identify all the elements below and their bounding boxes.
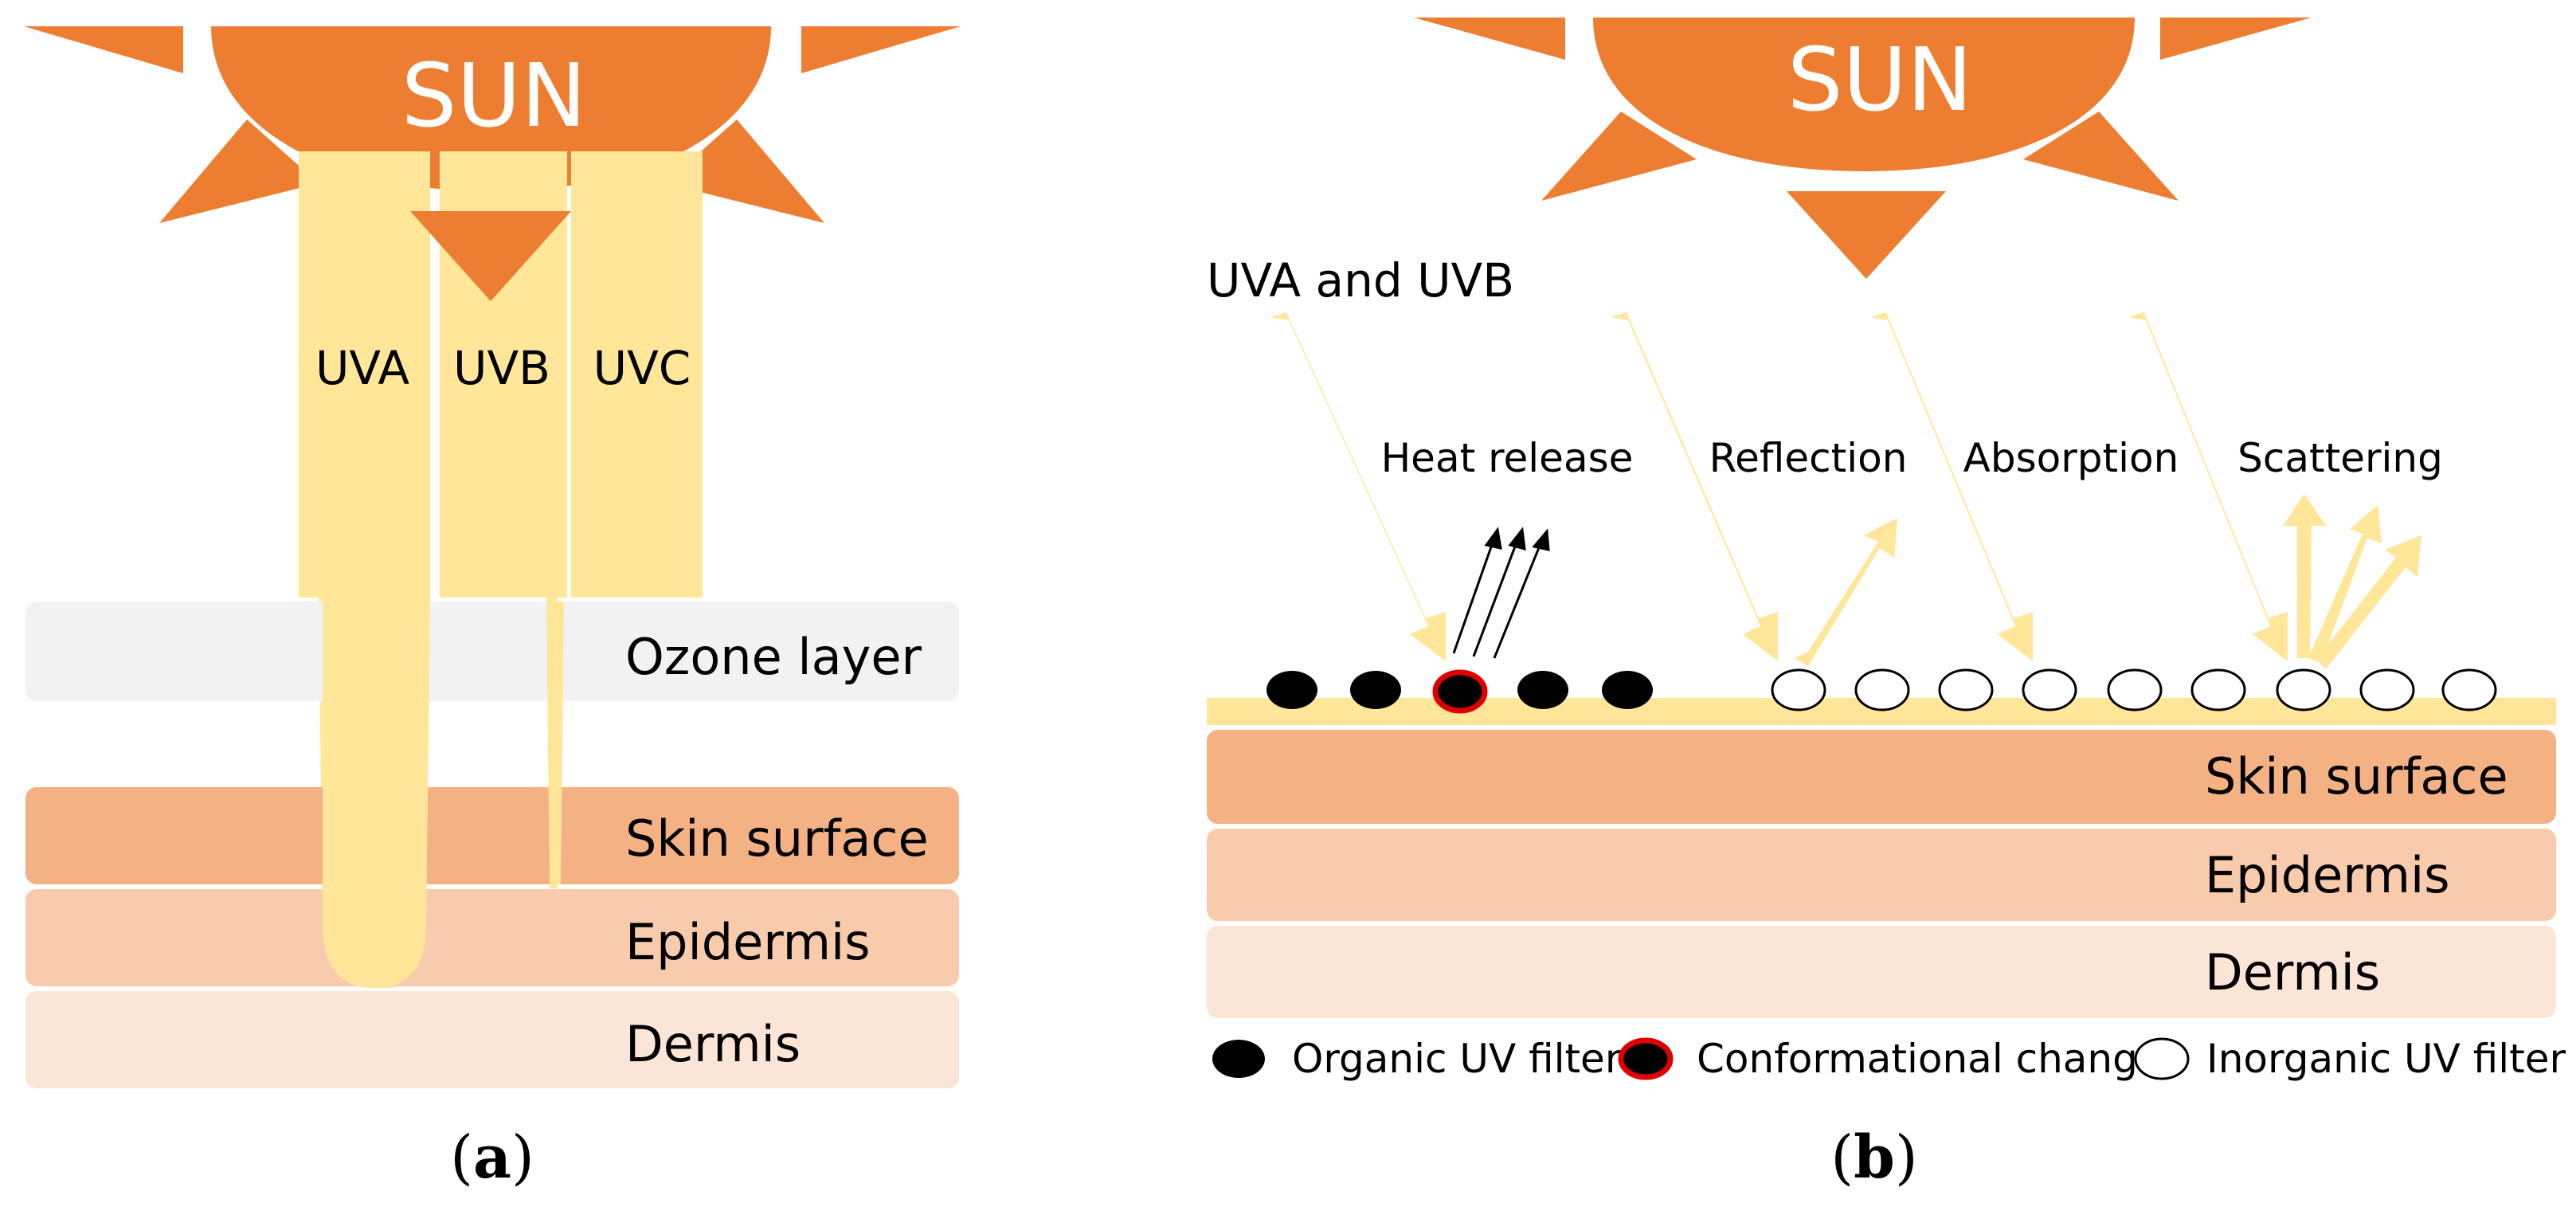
organic-filters xyxy=(1266,669,1653,714)
incoming-ray-absorption xyxy=(1870,312,2033,661)
mechanism-heat-release: Heat release xyxy=(1381,435,1634,481)
mechanism-absorption: Absorption xyxy=(1963,435,2179,481)
legend-inorganic-label: Inorganic UV filter xyxy=(2206,1036,2566,1082)
sun-b-ray-right xyxy=(2160,18,2312,60)
caption-a-open: ( xyxy=(450,1123,473,1192)
heat-arrowhead-2 xyxy=(1508,527,1526,551)
dermis-layer-b xyxy=(1207,926,2556,1018)
heat-arrowhead-3 xyxy=(1532,528,1550,551)
ozone-layer xyxy=(25,602,959,701)
legend-inorganic-swatch xyxy=(2134,1037,2190,1080)
layer-b-label-dermis: Dermis xyxy=(2205,943,2380,1001)
layer-label-dermis: Dermis xyxy=(625,1015,801,1073)
caption-b-letter: b xyxy=(1854,1123,1895,1192)
heat-arrowhead-1 xyxy=(1484,527,1502,550)
heat-arrow-1 xyxy=(1452,539,1495,654)
conformational-particle xyxy=(1432,669,1488,714)
panel-b: SUN UVA and UVB xyxy=(1207,18,2566,1192)
sun-ray-left xyxy=(24,26,183,73)
legend-organic-label: Organic UV filter xyxy=(1292,1036,1622,1082)
epidermis-layer-b xyxy=(1207,829,2556,921)
caption-b-open: ( xyxy=(1830,1123,1854,1192)
epidermis-layer xyxy=(25,889,959,986)
uvb-ray xyxy=(440,151,567,888)
caption-b-close: ) xyxy=(1895,1123,1918,1192)
organic-particle xyxy=(1350,671,1401,709)
organic-particle xyxy=(1266,671,1317,709)
inorganic-particle xyxy=(2359,668,2415,711)
layer-b-label-epidermis: Epidermis xyxy=(2205,846,2450,904)
legend-organic-swatch xyxy=(1212,1040,1265,1078)
sun-ray-lower-left xyxy=(159,120,319,223)
panel-a-layers xyxy=(25,602,959,1088)
sun-ray-lower-right xyxy=(665,120,824,223)
ray-label-uvb: UVB xyxy=(453,341,550,395)
inorganic-particle xyxy=(2441,668,2497,711)
sun-label-b: SUN xyxy=(1787,29,1973,131)
caption-a-close: ) xyxy=(511,1123,534,1192)
inorganic-particle xyxy=(1771,668,1826,711)
inorganic-particle xyxy=(2022,668,2077,711)
incoming-ray-scattering xyxy=(2128,312,2288,661)
sun-body xyxy=(211,26,771,191)
caption-a: (a) xyxy=(450,1123,534,1192)
sun-label-a: SUN xyxy=(401,45,587,147)
panel-a-sun xyxy=(24,26,961,223)
ray-label-uva: UVA xyxy=(315,341,409,395)
heat-release-arrows xyxy=(1452,527,1550,659)
inorganic-particle xyxy=(2190,668,2246,711)
sun-b-ray-lower-left xyxy=(1541,112,1697,201)
sun-b-ray-left xyxy=(1414,18,1565,60)
reflected-ray xyxy=(1795,518,1897,666)
skin-surface-layer-b xyxy=(1207,730,2556,824)
panel-b-sun: SUN xyxy=(1414,18,2312,279)
caption-b: (b) xyxy=(1830,1123,1918,1192)
sun-ray-bottom xyxy=(410,211,571,301)
legend-conformational-swatch xyxy=(1618,1037,1674,1080)
panel-a: UVA UVB UVC Ozone layer Skin surface Epi… xyxy=(24,26,961,1192)
incoming-label: UVA and UVB xyxy=(1207,253,1514,308)
incoming-ray-reflection xyxy=(1611,312,1778,661)
scatter-ray-3 xyxy=(2316,535,2421,669)
panel-b-layers xyxy=(1207,730,2556,1018)
inorganic-particle xyxy=(2107,668,2163,711)
ray-label-uvc: UVC xyxy=(593,341,691,395)
layer-label-ozone: Ozone layer xyxy=(625,628,922,686)
sun-ray-right xyxy=(801,26,961,73)
mechanism-reflection: Reflection xyxy=(1709,435,1908,481)
skin-surface-layer xyxy=(25,787,959,884)
incoming-ray-heat xyxy=(1270,312,1446,661)
heat-arrow-2 xyxy=(1472,539,1519,657)
inorganic-particle xyxy=(1854,668,1910,711)
layer-label-skin-surface: Skin surface xyxy=(625,809,929,868)
mechanism-scattering: Scattering xyxy=(2237,435,2443,481)
layer-b-label-skin-surface: Skin surface xyxy=(2205,747,2508,805)
inorganic-particle xyxy=(1938,668,1994,711)
organic-particle xyxy=(1602,671,1653,709)
caption-a-letter: a xyxy=(473,1123,511,1192)
heat-arrow-3 xyxy=(1493,541,1543,659)
organic-particle xyxy=(1517,671,1568,709)
scatter-ray-2 xyxy=(2308,505,2382,663)
legend: Organic UV filter Conformational change … xyxy=(1212,1036,2566,1082)
layer-label-epidermis: Epidermis xyxy=(625,913,871,971)
ray-arrows xyxy=(1270,312,2421,669)
uva-penetration xyxy=(323,602,430,988)
dermis-layer xyxy=(25,991,959,1088)
inorganic-particle xyxy=(2276,668,2331,711)
sun-b-body xyxy=(1593,18,2135,171)
uvc-ray xyxy=(571,151,703,598)
inorganic-filters xyxy=(1771,668,2497,711)
sun-b-ray-bottom xyxy=(1787,191,1946,279)
legend-conformational-label: Conformational change xyxy=(1697,1036,2163,1082)
scatter-ray-1 xyxy=(2283,494,2326,658)
uvb-penetration xyxy=(546,602,564,884)
sun-b-ray-lower-right xyxy=(2023,112,2179,201)
